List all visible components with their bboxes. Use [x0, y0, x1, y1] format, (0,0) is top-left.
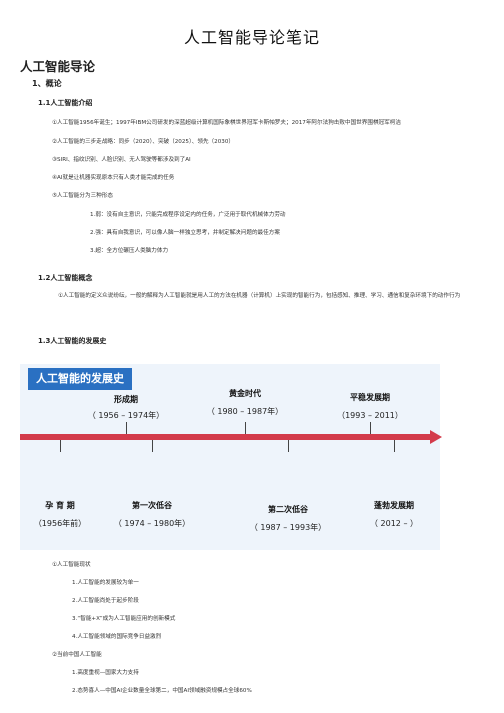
timeline-title: 人工智能的发展史: [28, 368, 132, 390]
period-name: 平稳发展期: [350, 393, 390, 402]
timeline-figure: [20, 364, 440, 550]
period-name: 孕 育 期: [45, 501, 75, 510]
intro-item: ④AI就是让机器实现原本只有人类才能完成的任务: [52, 175, 175, 181]
period-name: 黄金时代: [229, 389, 261, 398]
timeline-tick: [394, 440, 395, 452]
china-heading: ②当前中国人工智能: [52, 652, 102, 658]
period-range: （ 2012 – ）: [370, 519, 418, 528]
intro-item: ①人工智能1956年诞生；1997年IBM公司研发的深蓝超级计算机国际象棋世界冠…: [52, 120, 401, 126]
status-heading: ①人工智能现状: [52, 562, 91, 568]
period-name: 蓬勃发展期: [374, 501, 414, 510]
subsection-heading-concept: 1.2人工智能概念: [38, 274, 93, 282]
status-item: 1.人工智能的发展较为单一: [72, 580, 139, 586]
timeline-tick: [288, 440, 289, 452]
intro-item: ②人工智能的三步走战略：同步（2020）、突破（2025）、领先（2030）: [52, 139, 234, 145]
concept-paragraph: ①人工智能的定义众说纷纭，一般的解释为人工智能就是用人工的方法在机器（计算机）上…: [58, 293, 461, 299]
period-range: （1993 – 2011）: [337, 411, 403, 420]
period-name: 形成期: [114, 395, 138, 404]
section-heading-overview: 1、概论: [32, 79, 62, 88]
status-item: 3.“智能+X”成为人工智能应用的创新模式: [72, 616, 176, 622]
period-range: （ 1974 – 1980年）: [113, 519, 191, 528]
status-item: 4.人工智能领域的国际竞争日益激烈: [72, 634, 162, 640]
period-name: 第一次低谷: [132, 501, 172, 510]
status-item: 2.人工智能尚处于起步阶段: [72, 598, 139, 604]
timeline-tick: [245, 422, 246, 434]
document-title: 人工智能导论笔记: [183, 28, 320, 47]
timeline-axis: [20, 434, 430, 440]
ai-form-item: 2.强：具有自我意识，可以像人脑一样独立思考，并制定解决问题的最佳方案: [90, 230, 280, 236]
intro-item: ③SIRI、指纹识别、人脸识别、无人驾驶等都涉及到了AI: [52, 157, 191, 163]
timeline-tick: [370, 422, 371, 434]
timeline-tick: [126, 422, 127, 434]
subsection-heading-history: 1.3人工智能的发展史: [38, 337, 107, 345]
ai-form-item: 3.超：全方位碾压人类脑力体力: [90, 248, 169, 254]
main-heading: 人工智能导论: [20, 59, 96, 74]
china-item: 1.高度重视—国家大力支持: [72, 670, 139, 676]
subsection-heading-intro: 1.1人工智能介绍: [38, 99, 93, 107]
timeline-tick: [60, 440, 61, 452]
timeline-arrow-icon: [430, 430, 442, 444]
intro-item: ⑤人工智能分为三种形态: [52, 193, 113, 199]
period-range: （ 1980 – 1987年）: [206, 407, 284, 416]
period-range: （ 1956 – 1974年）: [87, 411, 165, 420]
china-item: 2.态势喜人—中国AI企业数量全球第二，中国AI领域融资规模占全球60%: [72, 688, 252, 694]
period-name: 第二次低谷: [268, 505, 308, 514]
period-range: （ 1987 – 1993年）: [249, 523, 327, 532]
period-range: （1956年前）: [33, 519, 87, 528]
timeline-tick: [152, 440, 153, 452]
ai-form-item: 1.弱：没有自主意识，只能完成程序设定内的任务，广泛用于取代机械体力劳动: [90, 212, 286, 218]
